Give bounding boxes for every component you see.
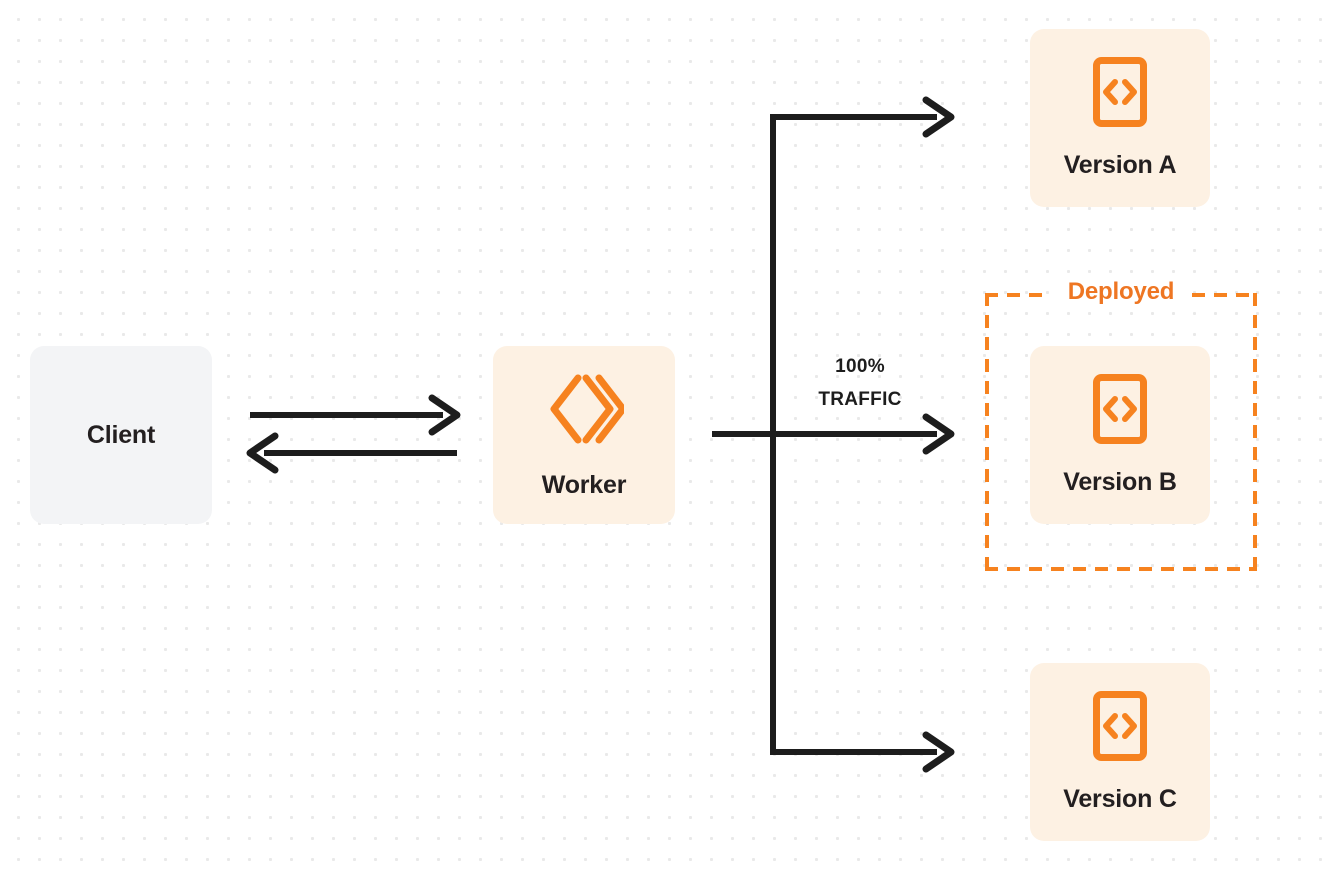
frame-edge-left — [985, 293, 989, 571]
node-worker-label: Worker — [541, 471, 627, 499]
edge-worker-to-client — [246, 432, 457, 474]
edge-worker-to-version-c — [770, 731, 955, 773]
edge-client-to-worker — [250, 394, 461, 436]
deployed-group-frame: Deployed — [985, 276, 1257, 571]
node-client[interactable]: Client — [30, 346, 212, 524]
traffic-caption: TRAFFIC — [818, 389, 902, 410]
node-worker[interactable]: Worker — [493, 346, 675, 524]
edge-worker-to-version-b — [712, 413, 955, 455]
worker-logo-icon — [544, 370, 627, 453]
code-icon — [1092, 690, 1148, 767]
node-version-b[interactable]: Version B — [1030, 346, 1210, 524]
code-icon — [1092, 373, 1148, 450]
node-version-b-label: Version B — [1063, 468, 1177, 496]
frame-edge-top-right — [1192, 293, 1257, 297]
frame-edge-top-left — [985, 293, 1050, 297]
node-version-a-label: Version A — [1063, 151, 1177, 179]
code-icon — [1092, 56, 1148, 133]
deployed-label: Deployed — [1058, 276, 1184, 308]
frame-edge-right — [1253, 293, 1257, 571]
node-version-c-label: Version C — [1063, 785, 1177, 813]
node-client-label: Client — [86, 420, 156, 449]
edge-worker-to-version-a — [770, 96, 955, 138]
traffic-percent: 100% — [835, 356, 885, 377]
frame-edge-bottom — [985, 567, 1257, 571]
traffic-label: 100% TRAFFIC — [790, 350, 930, 416]
node-version-a[interactable]: Version A — [1030, 29, 1210, 207]
node-version-c[interactable]: Version C — [1030, 663, 1210, 841]
